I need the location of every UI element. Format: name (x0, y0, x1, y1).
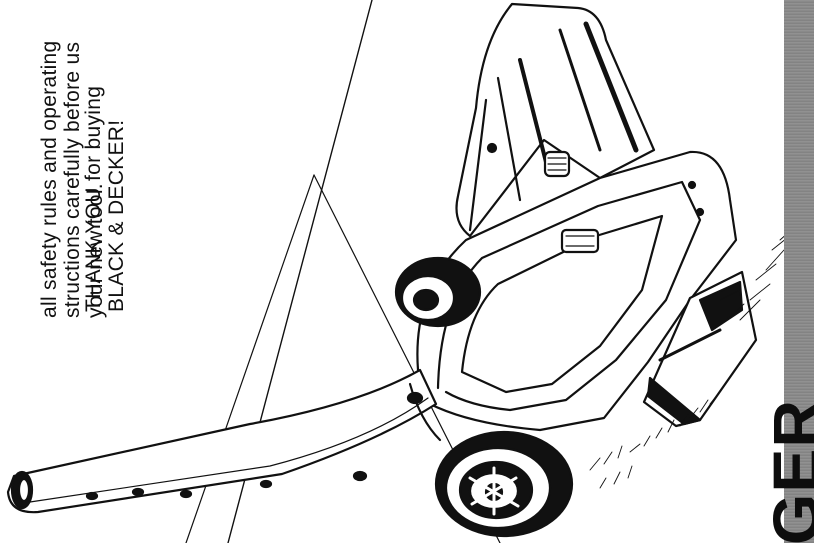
safety-line: all safety rules and operating (38, 40, 61, 319)
blower-tube (6, 368, 442, 514)
cover-title-fragment: GER (759, 398, 814, 545)
page-edge-texture (784, 0, 814, 543)
thank-you-text: THANK YOU for buying BLACK & DECKER! (82, 86, 128, 312)
base-plate (642, 270, 758, 428)
motor-housing (455, 2, 656, 238)
main-body (416, 150, 738, 432)
thank-you-line: BLACK & DECKER! (105, 119, 128, 312)
grass-fringe (589, 223, 799, 489)
front-wheel (434, 430, 574, 538)
thank-you-line: THANK YOU for buying (82, 85, 105, 312)
safety-line: structions carefully before us (61, 41, 84, 318)
background-line (185, 174, 315, 543)
rear-wheel (394, 256, 482, 328)
